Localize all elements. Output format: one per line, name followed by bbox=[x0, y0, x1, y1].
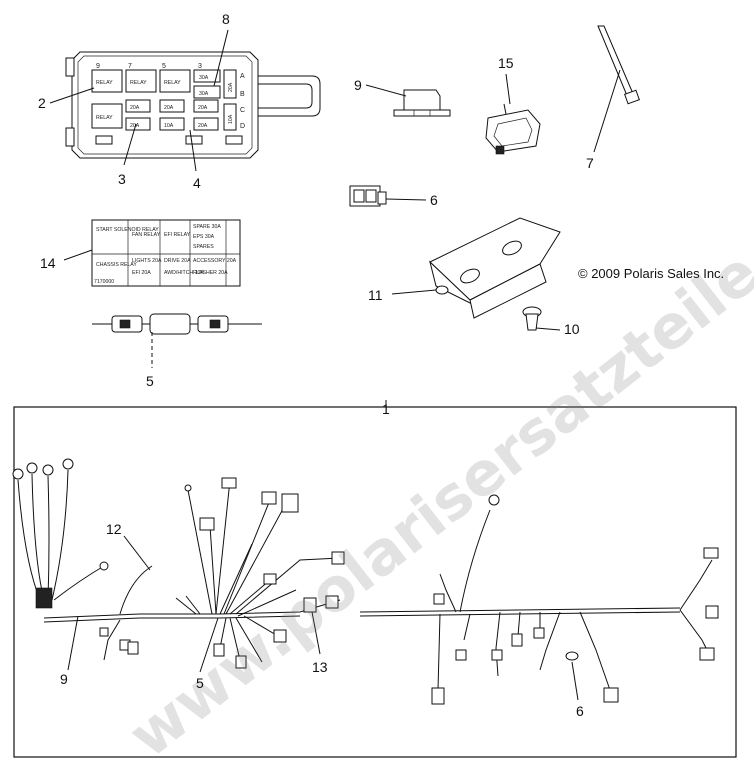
callout-15: 15 bbox=[498, 55, 514, 71]
fusebox-row-letter: D bbox=[240, 123, 245, 130]
callout-6: 6 bbox=[430, 192, 438, 208]
fuse bbox=[159, 117, 185, 131]
decal-cell: EPS 30A bbox=[193, 234, 215, 240]
callout-12: 12 bbox=[106, 521, 122, 537]
fuse bbox=[223, 69, 237, 99]
fusebox-top-number: 9 bbox=[96, 63, 100, 70]
part-14-decal: START SOLENOID RELAY FAN RELAY EFI RELAY… bbox=[91, 219, 241, 287]
decal-cell: FLASHER 20A bbox=[193, 270, 228, 276]
fuse bbox=[193, 117, 219, 131]
relay bbox=[91, 103, 123, 129]
main-harness bbox=[12, 458, 719, 705]
part-10-rivet bbox=[522, 306, 542, 331]
fuse-rating: 20A bbox=[164, 105, 174, 111]
decal-cell: SPARE 30A bbox=[193, 224, 221, 230]
callout-10: 10 bbox=[564, 321, 580, 337]
decal-part-number: 7170000 bbox=[94, 279, 114, 285]
callout-7: 7 bbox=[586, 155, 594, 171]
fuse-rating: 10A bbox=[164, 123, 174, 129]
decal-cell: LIGHTS 20A bbox=[132, 258, 162, 264]
callout-4: 4 bbox=[193, 175, 201, 191]
fuse-rating: 20A bbox=[130, 105, 140, 111]
decal-cell: CHASSIS RELAY bbox=[96, 262, 137, 268]
callout-9: 9 bbox=[60, 671, 68, 687]
fuse bbox=[193, 69, 221, 83]
callout-3: 3 bbox=[118, 171, 126, 187]
part-11-bracket bbox=[429, 217, 561, 319]
fusebox-row-letter: B bbox=[240, 91, 245, 98]
callout-13: 13 bbox=[312, 659, 328, 675]
part-6-connector bbox=[349, 185, 387, 207]
relay bbox=[91, 69, 123, 93]
decal-cell: EFI 20A bbox=[132, 270, 151, 276]
fuse bbox=[193, 85, 221, 99]
fusebox-row-letter: A bbox=[240, 73, 245, 80]
fuse-rating: 30A bbox=[199, 91, 209, 97]
callout-9: 9 bbox=[354, 77, 362, 93]
fusebox-row-letter: C bbox=[240, 107, 245, 114]
fuse-rating: 20A bbox=[130, 123, 140, 129]
decal-cell: AWD/HITCH 10A bbox=[164, 270, 204, 276]
callout-11: 11 bbox=[368, 287, 383, 303]
callout-8: 8 bbox=[222, 11, 230, 27]
callout-6: 6 bbox=[576, 703, 584, 719]
relay bbox=[125, 69, 157, 93]
part-5-inline-fuse bbox=[92, 313, 262, 335]
decal-cell: DRIVE 20A bbox=[164, 258, 191, 264]
relay bbox=[159, 69, 191, 93]
copyright-text: © 2009 Polaris Sales Inc. bbox=[578, 266, 724, 281]
fusebox-top-number: 3 bbox=[198, 63, 202, 70]
relay-label: RELAY bbox=[96, 80, 113, 86]
part-9-relay bbox=[393, 89, 451, 117]
fuse bbox=[125, 99, 151, 113]
fuse-rating: 10A bbox=[228, 114, 234, 124]
main-harness-frame bbox=[13, 406, 737, 758]
callout-14: 14 bbox=[40, 255, 56, 271]
decal-cell: ACCESSORY 20A bbox=[193, 258, 237, 264]
callout-2: 2 bbox=[38, 95, 46, 111]
callout-5: 5 bbox=[146, 373, 154, 389]
relay-label: RELAY bbox=[96, 115, 113, 121]
fuse-rating: 20A bbox=[198, 105, 208, 111]
fuse bbox=[223, 103, 237, 131]
fuse bbox=[159, 99, 185, 113]
decal-cell: EFI RELAY bbox=[164, 232, 191, 238]
relay-label: RELAY bbox=[130, 80, 147, 86]
decal-cell: SPARES bbox=[193, 244, 214, 250]
decal-cell: FAN RELAY bbox=[132, 232, 161, 238]
callout-5: 5 bbox=[196, 675, 204, 691]
fuse-rating: 20A bbox=[198, 123, 208, 129]
part-7-cable-tie bbox=[597, 25, 640, 105]
fuse-rating: 20A bbox=[228, 82, 234, 92]
fuse bbox=[193, 99, 219, 113]
relay-label: RELAY bbox=[164, 80, 181, 86]
fuse-box: 9 7 5 3 RELAY RELAY RELAY RELAY 30A 30A … bbox=[65, 51, 321, 159]
callout-1: 1 bbox=[382, 401, 390, 417]
fuse-rating: 30A bbox=[199, 75, 209, 81]
decal-cell: START SOLENOID RELAY bbox=[96, 227, 159, 233]
fuse bbox=[125, 117, 151, 131]
part-15-connector bbox=[485, 103, 541, 155]
fusebox-top-number: 7 bbox=[128, 63, 132, 70]
fusebox-top-number: 5 bbox=[162, 63, 166, 70]
